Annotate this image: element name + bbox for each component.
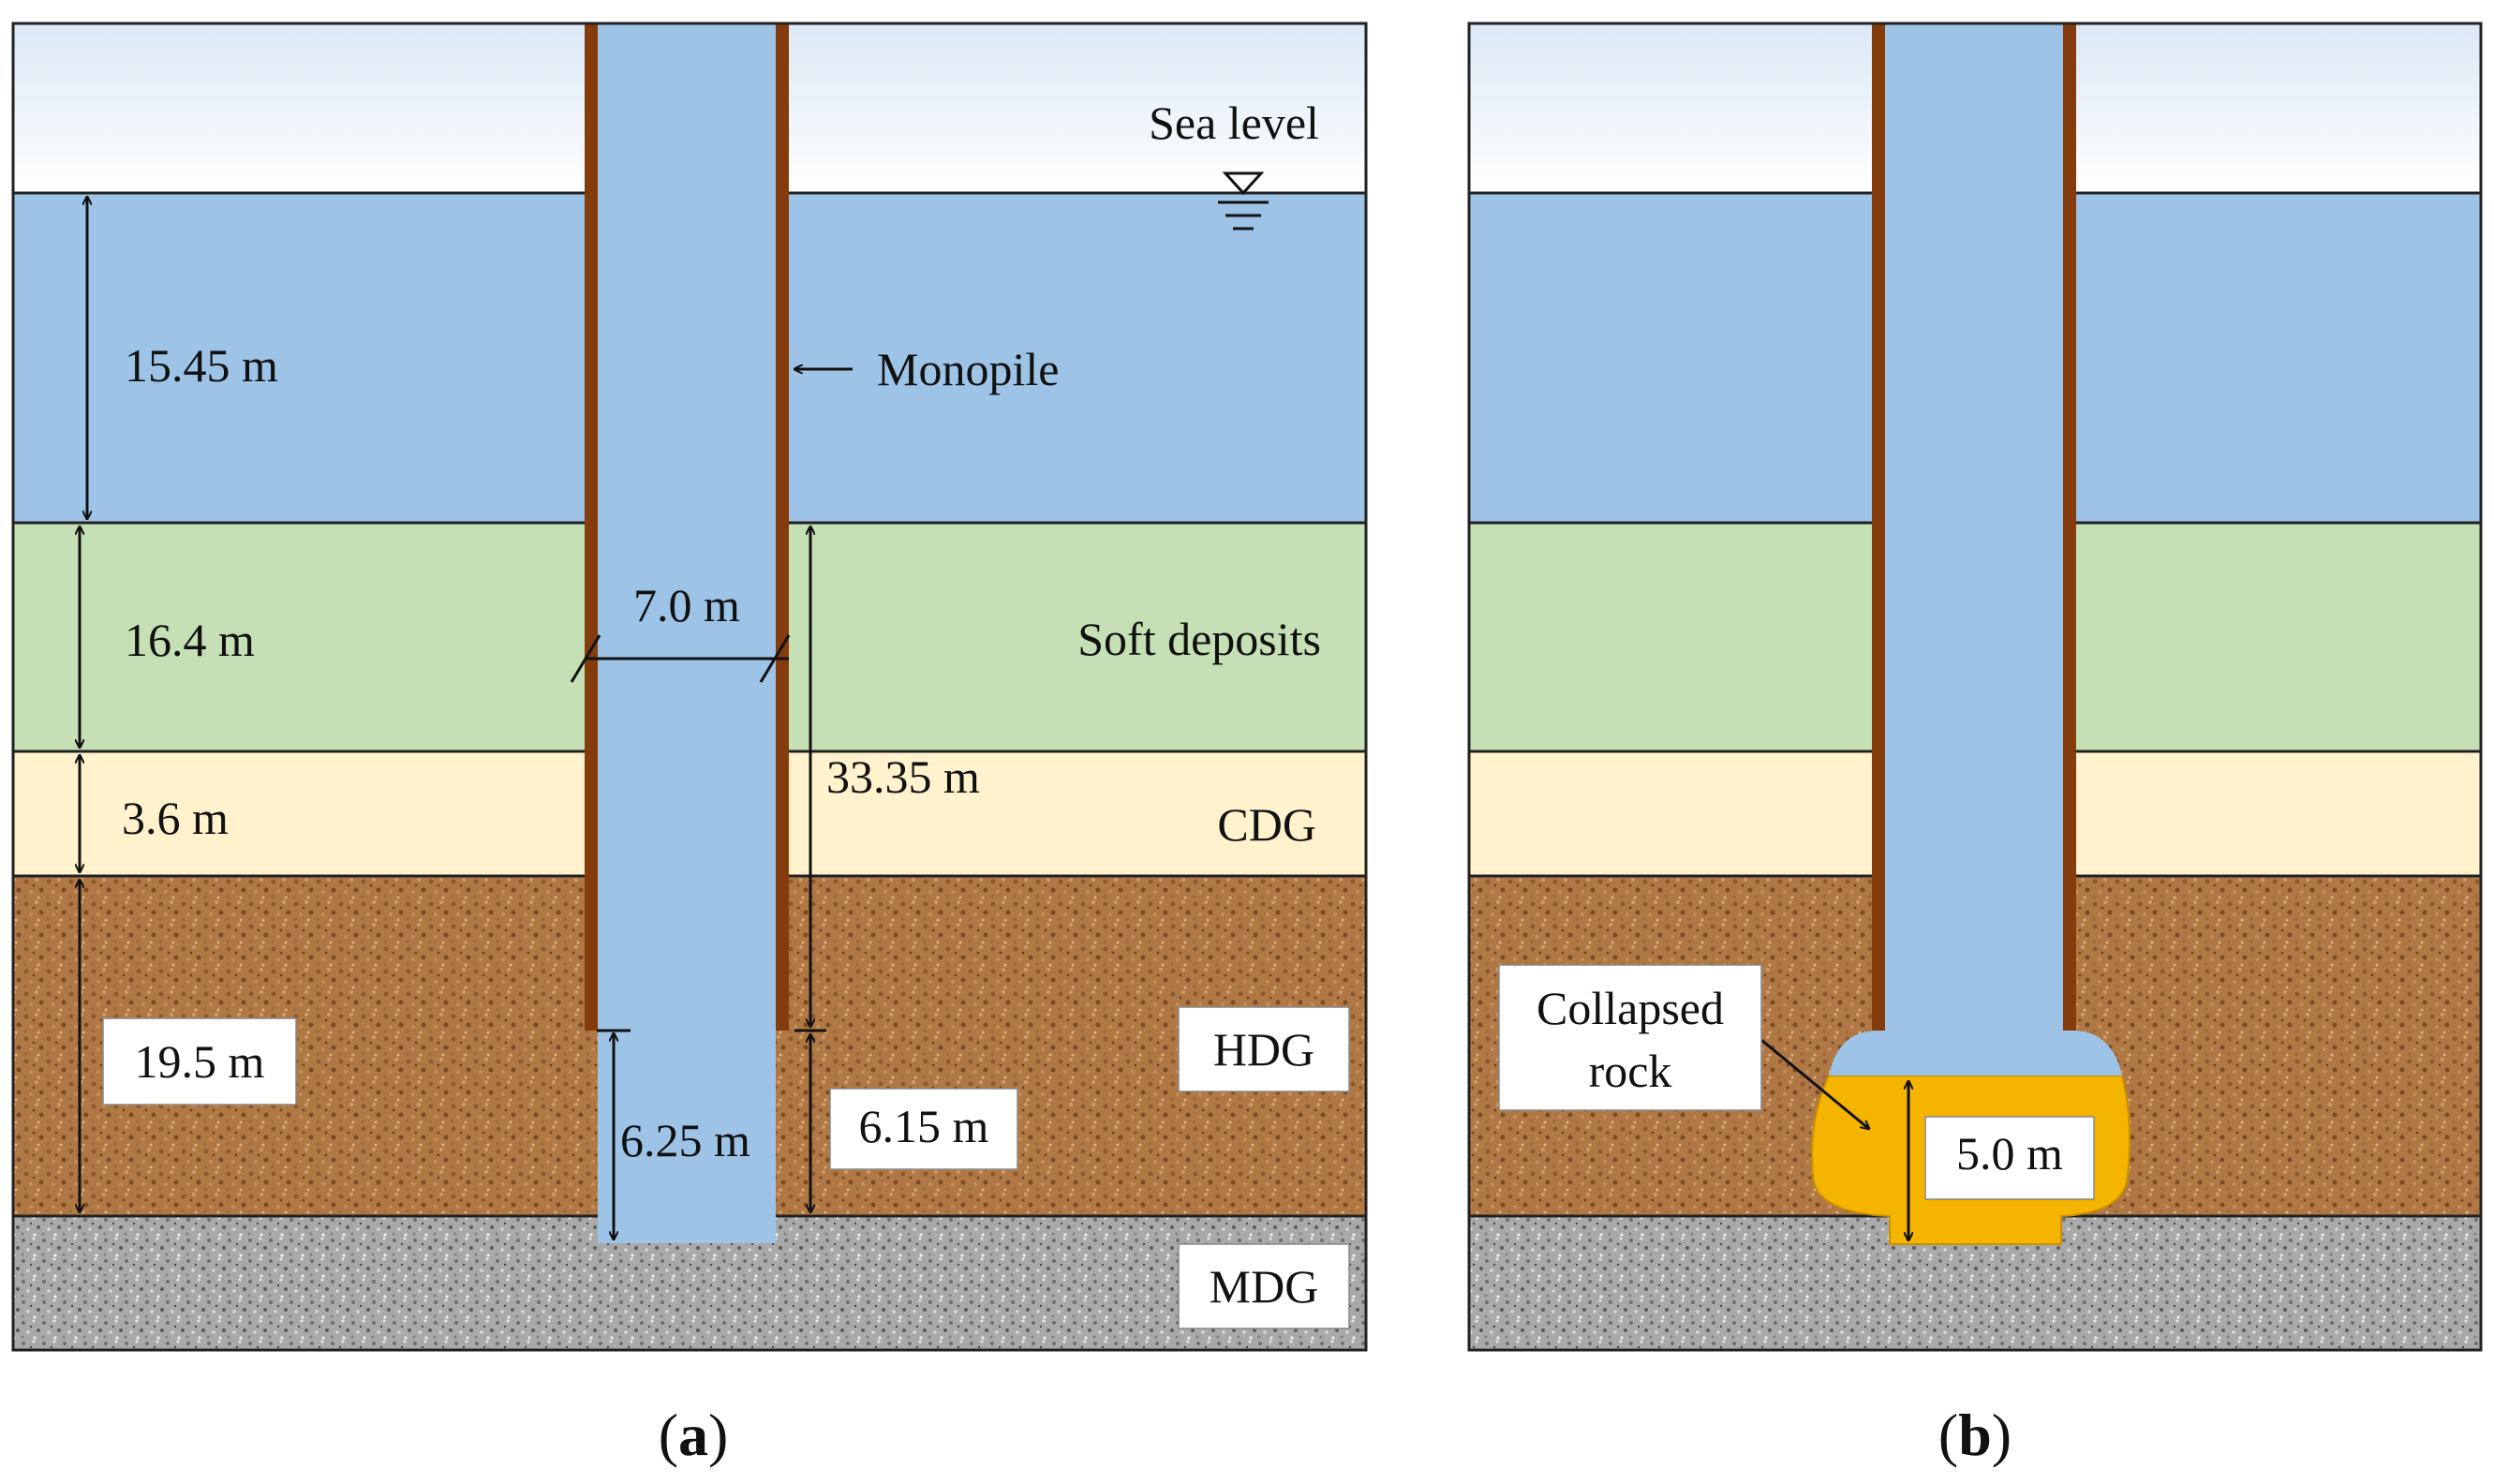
soft-deposits-label: Soft deposits xyxy=(1077,613,1321,665)
panel-b: Collapsed rock 5.0 m xyxy=(1467,22,2483,1352)
pile-dimension-arrows xyxy=(597,527,826,1239)
hdg-label: HDG xyxy=(1213,1023,1314,1076)
monopile-label: Monopile xyxy=(877,343,1059,395)
left-dimension-arrows xyxy=(80,197,87,1212)
pile-wall-right xyxy=(776,23,789,1031)
caption-b: (b) xyxy=(1938,1402,2012,1468)
collapsed-rock-height-box xyxy=(1924,1116,2095,1200)
mdg-label-box xyxy=(1178,1243,1350,1329)
caption-a-letter: a xyxy=(678,1402,708,1468)
pile-interior xyxy=(1885,23,2063,1035)
pile-diameter-label: 7.0 m xyxy=(633,579,740,631)
pile-tip-label: 6.15 m xyxy=(859,1100,989,1152)
pile-wall-right xyxy=(2063,23,2076,1031)
svg-text:(b): (b) xyxy=(1938,1402,2012,1468)
collapsed-rock-label-line2: rock xyxy=(1589,1045,1672,1097)
soft-deposits-thickness-label: 16.4 m xyxy=(125,614,255,666)
svg-text:(a): (a) xyxy=(659,1402,729,1468)
collapsed-rock-label-line1: Collapsed xyxy=(1536,982,1724,1034)
panel-frame xyxy=(1467,22,2483,1352)
panel-a: Sea level Monopile Soft deposits CDG HDG… xyxy=(11,22,1368,1352)
pile-embedment-label: 33.35 m xyxy=(826,750,980,803)
socket-depth-label: 6.25 m xyxy=(620,1114,750,1166)
pile-tip-box xyxy=(829,1088,1018,1170)
water-depth-label: 15.45 m xyxy=(125,339,278,392)
sea-level-label: Sea level xyxy=(1149,96,1319,149)
cdg-thickness-label: 3.6 m xyxy=(122,792,229,844)
cdg-label: CDG xyxy=(1217,798,1316,851)
sea-level-symbol xyxy=(1218,171,1269,230)
hdg-thickness-label: 19.5 m xyxy=(135,1035,265,1088)
pile-wall-left xyxy=(585,23,598,1031)
mdg-label: MDG xyxy=(1210,1260,1319,1313)
cavity-water xyxy=(1829,1031,2122,1076)
collapsed-rock-height-label: 5.0 m xyxy=(1956,1127,2063,1180)
hdg-label-box xyxy=(1178,1006,1350,1092)
collapsed-rock-pointer-arrow xyxy=(1760,1038,1869,1129)
pile-wall-left xyxy=(1872,23,1885,1031)
pile-interior xyxy=(598,23,776,1243)
pile-diameter-dimension xyxy=(570,634,791,683)
collapsed-rock-label-box xyxy=(1498,964,1762,1111)
hdg-thickness-box xyxy=(102,1017,297,1106)
caption-b-letter: b xyxy=(1958,1402,1992,1468)
panel-frame xyxy=(11,22,1368,1352)
caption-a: (a) xyxy=(659,1402,729,1468)
